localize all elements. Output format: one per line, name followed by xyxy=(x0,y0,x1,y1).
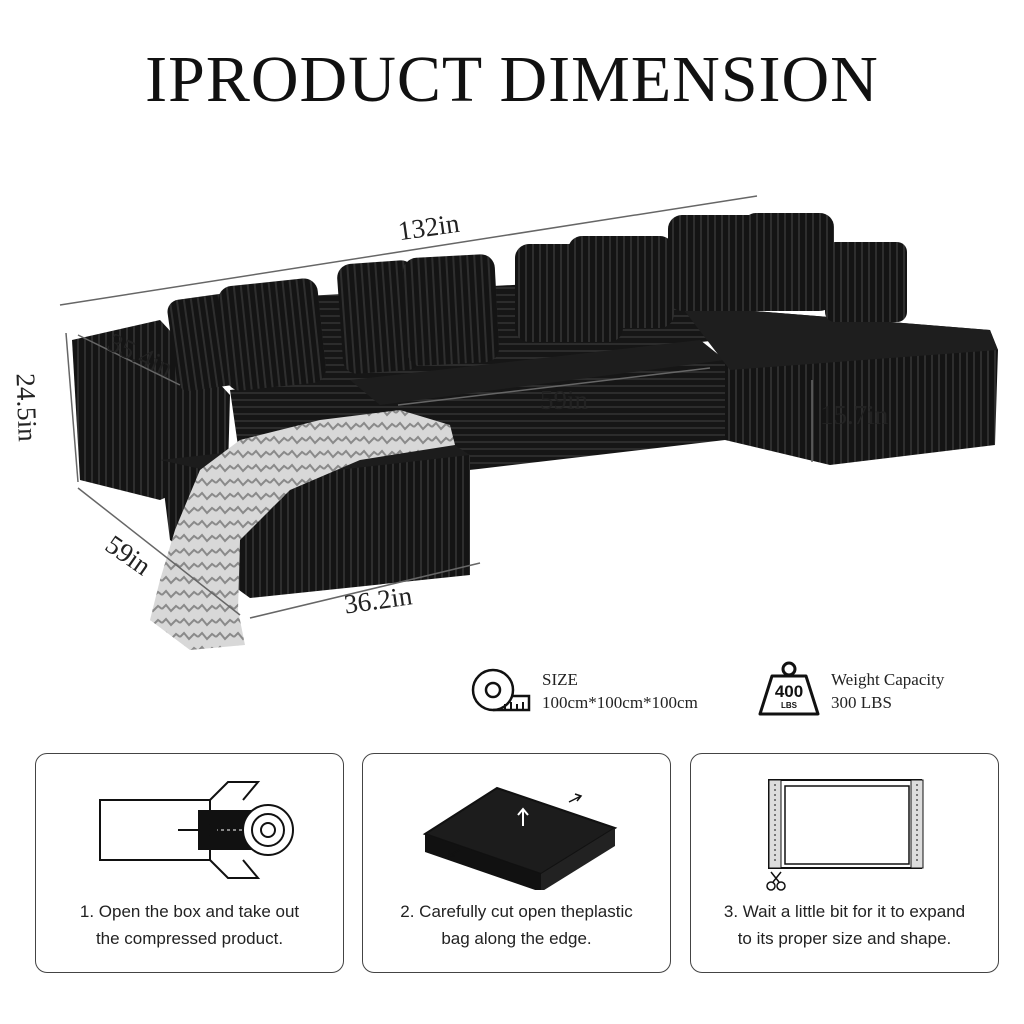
dim-height: 24.5in xyxy=(10,372,43,443)
step-3-caption: 3. Wait a little bit for it to expand to… xyxy=(723,902,966,948)
size-label: SIZE xyxy=(542,670,578,689)
sofa-right-arm xyxy=(825,242,907,322)
weight-value: 300 LBS xyxy=(831,693,892,712)
step-card-2: 2. Carefully cut open theplastic bag alo… xyxy=(362,753,671,973)
sofa-illustration xyxy=(59,195,998,650)
weight-icon: 400 LBS xyxy=(758,660,820,718)
compressed-package-icon xyxy=(422,786,618,890)
step-1-caption: 1. Open the box and take out the compres… xyxy=(79,902,300,948)
weight-badge-number: 400 xyxy=(774,682,804,701)
dim-middle-width: 59in xyxy=(540,385,589,415)
page-title: IPRODUCT DIMENSION xyxy=(145,43,879,116)
sofa-pillows xyxy=(167,213,834,392)
weight-badge-unit: LBS xyxy=(781,701,797,710)
throw-blanket xyxy=(150,410,455,650)
expanding-mattress-icon xyxy=(766,779,924,891)
box-unroll-icon xyxy=(99,781,294,879)
dimension-lines xyxy=(59,195,813,619)
step-card-3: 3. Wait a little bit for it to expand to… xyxy=(690,753,999,973)
tape-measure-icon xyxy=(471,668,531,712)
weight-spec: Weight Capacity 300 LBS xyxy=(831,668,944,714)
size-spec: SIZE 100cm*100cm*100cm xyxy=(542,668,698,714)
weight-label: Weight Capacity xyxy=(831,670,945,689)
dim-seat-height: 15.7in xyxy=(820,400,889,430)
step-card-1: 1. Open the box and take out the compres… xyxy=(35,753,344,973)
step-2-caption: 2. Carefully cut open theplastic bag alo… xyxy=(400,902,633,948)
size-value: 100cm*100cm*100cm xyxy=(542,693,698,712)
